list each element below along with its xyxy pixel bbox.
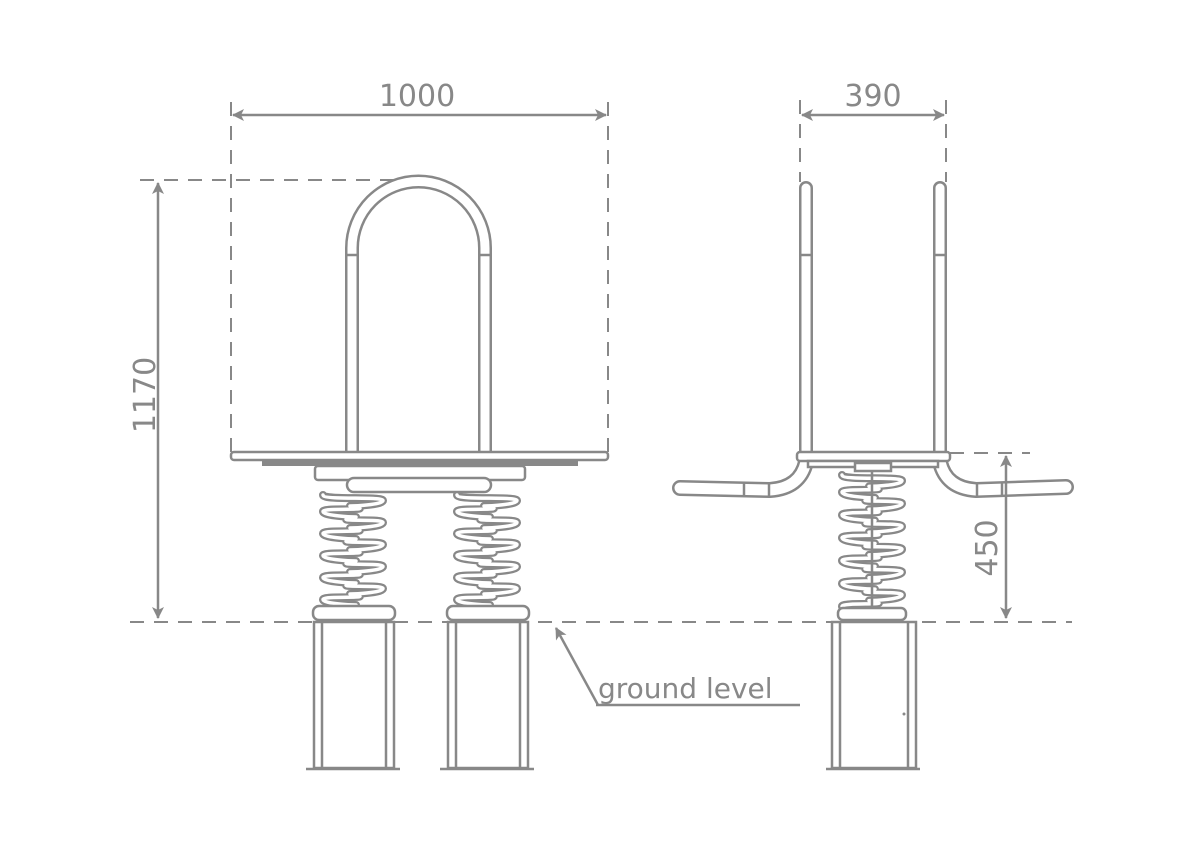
side-view: 390	[672, 79, 1074, 771]
dimension-label-seat-height: 450	[970, 519, 1005, 576]
dimension-label-height: 1170	[128, 357, 163, 433]
spring-coil	[321, 493, 385, 607]
handle-bar	[345, 174, 492, 459]
seat-plate	[229, 450, 610, 494]
post-left	[306, 604, 400, 771]
dimension-label-width: 1000	[379, 79, 455, 114]
ground-level-callout: ground level	[554, 627, 800, 707]
springs	[319, 491, 521, 609]
front-view: 1000 1170	[128, 79, 610, 771]
post-right	[440, 604, 534, 771]
footrests	[672, 454, 1074, 498]
dimension-label-side-width: 390	[844, 79, 901, 114]
seat-side	[795, 450, 952, 473]
spring-coil	[455, 493, 519, 607]
post-side	[826, 606, 920, 771]
handle-posts	[799, 181, 947, 459]
ground-level-label: ground level	[598, 672, 773, 705]
spring	[838, 471, 906, 616]
spring-coil	[840, 473, 904, 614]
